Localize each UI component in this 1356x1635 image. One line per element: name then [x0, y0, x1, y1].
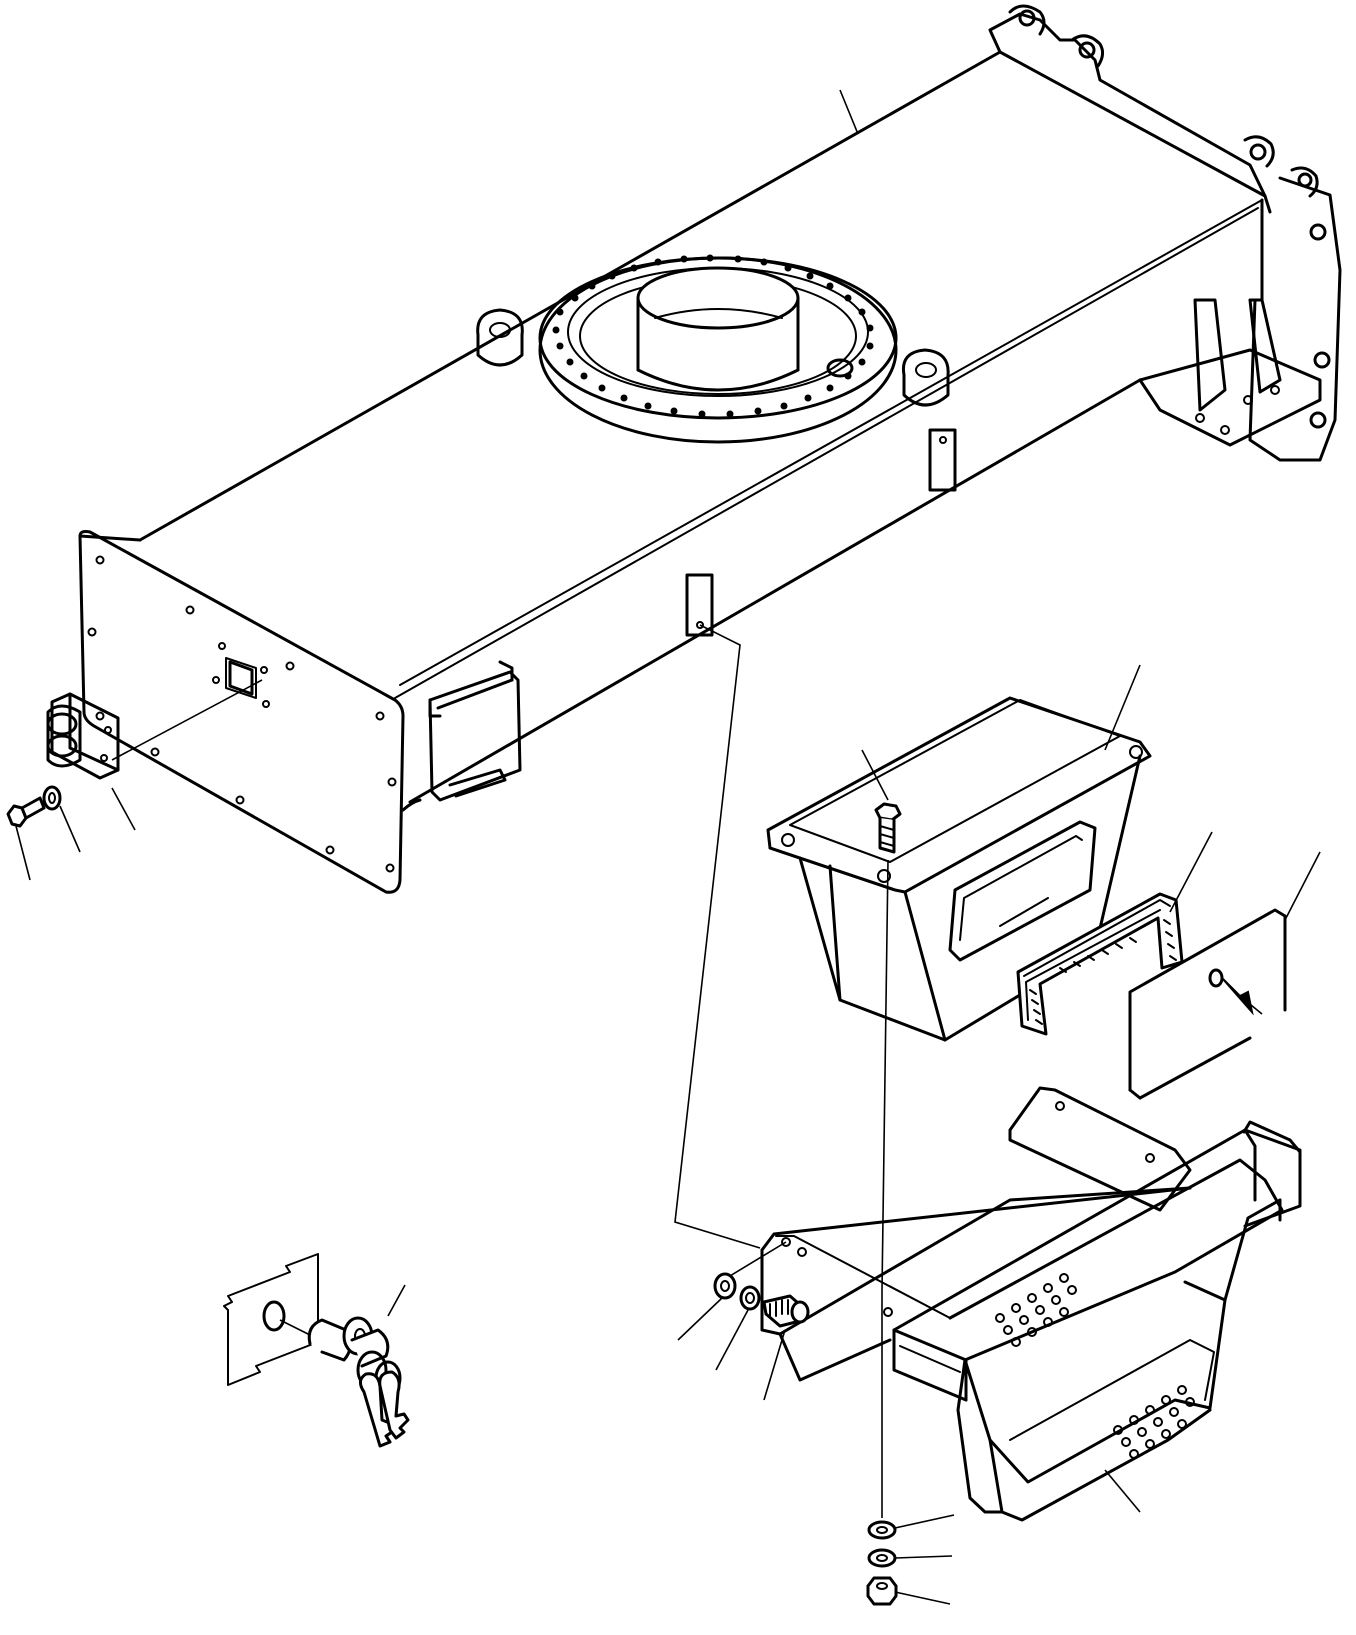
arrow-icon [1221, 977, 1254, 1016]
end-plate-holes [87, 555, 397, 873]
tool-box [766, 696, 1152, 1042]
ring-bolt-holes [552, 254, 874, 418]
callout-leaders-nuts [894, 1514, 955, 1605]
cover-leader [1284, 851, 1321, 921]
step-leader [674, 624, 761, 1249]
step-washer-1 [713, 1272, 737, 1300]
vertical-leader [881, 859, 889, 1518]
frame-callout-leader [839, 89, 859, 135]
main-frame [78, 4, 1342, 894]
tread-holes-upper [995, 1273, 1077, 1347]
callout-leaders-left [15, 787, 136, 881]
step-washer-2 [739, 1285, 761, 1311]
cover-plate [1128, 908, 1287, 1100]
bolt [6, 796, 46, 828]
lock-callout-leader [387, 1284, 406, 1317]
handle-leader [1169, 831, 1213, 913]
tool-box-bolt [874, 802, 902, 854]
hinge-leader [111, 679, 263, 761]
lock-and-keys [223, 1253, 410, 1448]
handle [1016, 892, 1184, 1036]
callout-leaders-step-hw [677, 1297, 786, 1401]
nut-stack [866, 1520, 898, 1606]
step-callout-leader [1104, 1469, 1141, 1513]
washer [42, 785, 62, 811]
tread-holes-lower [1113, 1385, 1195, 1459]
callout-leaders-box [861, 664, 1141, 801]
hinge-bracket [46, 692, 120, 780]
step-bolt [762, 1294, 810, 1328]
step [760, 1086, 1302, 1522]
